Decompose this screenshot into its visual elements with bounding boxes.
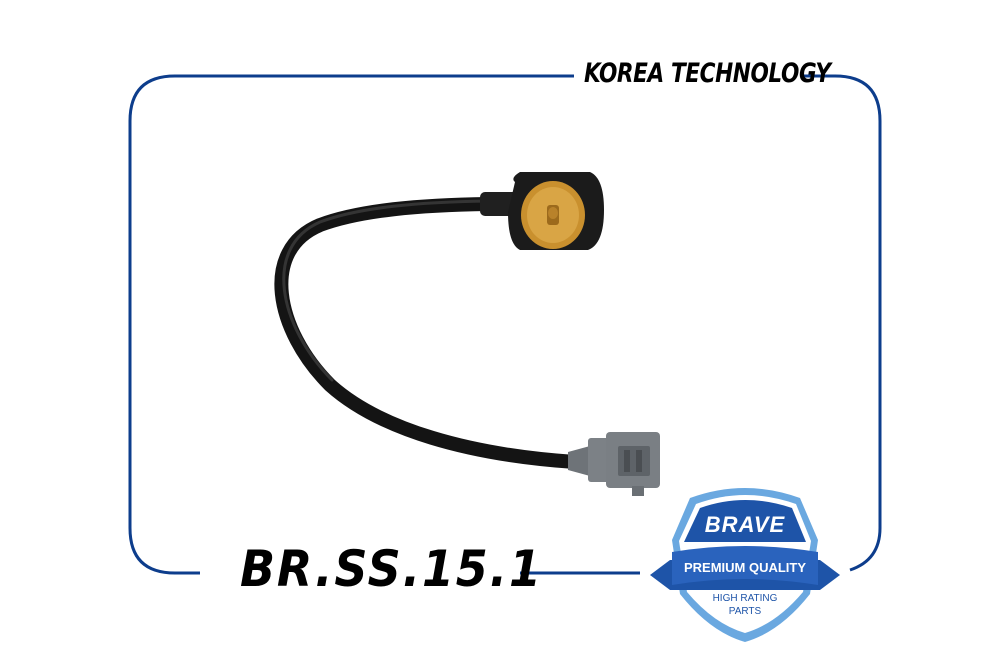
header-title: KOREA TECHNOLOGY	[584, 58, 831, 89]
badge-ribbon: PREMIUM QUALITY	[684, 560, 806, 575]
badge-line1: HIGH RATING	[713, 593, 778, 604]
badge-line2: PARTS	[729, 606, 762, 617]
frame-border	[128, 74, 882, 575]
badge-brand: BRAVE	[705, 512, 786, 537]
sensor-connector	[568, 432, 660, 496]
sensor-cable	[274, 197, 582, 469]
knock-sensor-body	[480, 172, 604, 250]
cable-highlight	[282, 199, 490, 382]
part-number: BR.SS.15.1	[240, 540, 543, 598]
brave-badge: BRAVE PREMIUM QUALITY HIGH RATING PARTS	[650, 488, 840, 642]
